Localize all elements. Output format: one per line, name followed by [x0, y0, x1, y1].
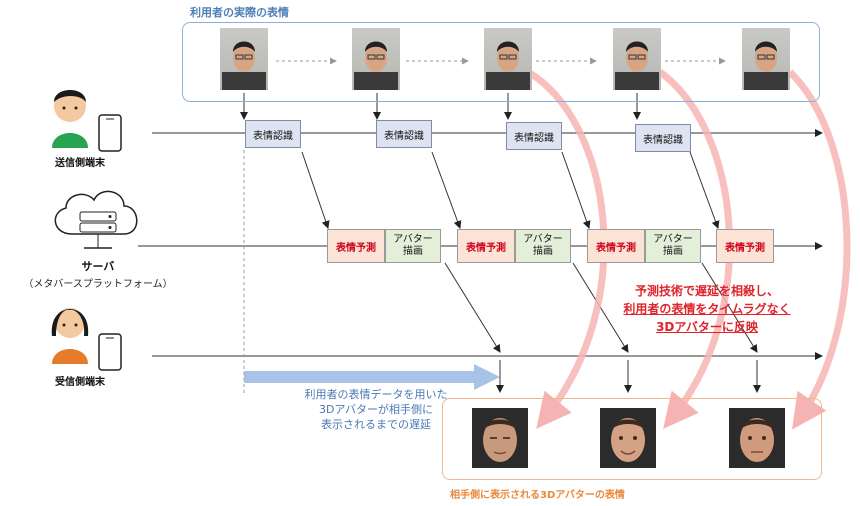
user-photo — [220, 28, 268, 90]
server-sublabel: （メタバースプラットフォーム） — [23, 279, 173, 290]
delay-line-2: 3Dアバターが相手側に — [318, 403, 434, 416]
person-receiver-icon — [51, 308, 89, 364]
prediction-box: 表情予測 — [327, 229, 385, 263]
receiver-device-label: 受信側端末 — [55, 377, 105, 388]
delay-line-3: 表示されるまでの遅延 — [321, 418, 431, 431]
recognition-box: 表情認識 — [245, 120, 301, 148]
avatar-image — [600, 408, 656, 468]
sender-device-label: 送信側端末 — [55, 158, 105, 169]
render-label-line1: アバター — [523, 234, 563, 245]
render-box: アバター描画 — [385, 229, 441, 263]
user-photo — [484, 28, 532, 90]
avatar-expression-title: 相手側に表示される3Dアバターの表情 — [450, 490, 625, 501]
user-photo — [742, 28, 790, 90]
avatar-image — [472, 408, 528, 468]
avatar-image — [729, 408, 785, 468]
highlight-line-1: 予測技術で遅延を相殺し、 — [634, 284, 779, 298]
recognition-box: 表情認識 — [376, 120, 432, 148]
render-label-line1: アバター — [393, 234, 433, 245]
delay-description: 利用者の表情データを用いた 3Dアバターが相手側に 表示されるまでの遅延 — [276, 387, 476, 432]
recognition-box: 表情認識 — [506, 122, 562, 150]
render-label-line2: 描画 — [662, 246, 683, 257]
user-photo — [613, 28, 661, 90]
render-label-line2: 描画 — [402, 246, 423, 257]
render-label-line2: 描画 — [532, 246, 553, 257]
smartphone-icon — [98, 114, 122, 152]
actual-expression-frame — [182, 22, 820, 102]
highlight-line-2: 利用者の表情をタイムラグなく — [623, 302, 791, 316]
smartphone-icon — [98, 333, 122, 371]
prediction-box: 表情予測 — [716, 229, 774, 263]
delay-arrow — [244, 364, 500, 390]
cloud-server-icon — [54, 190, 138, 249]
recognition-box: 表情認識 — [635, 124, 691, 152]
server-label: サーバ — [81, 260, 115, 273]
delay-line-1: 利用者の表情データを用いた — [304, 388, 448, 401]
actual-expression-title: 利用者の実際の表情 — [190, 6, 289, 19]
prediction-box: 表情予測 — [587, 229, 645, 263]
render-box: アバター描画 — [515, 229, 571, 263]
prediction-box: 表情予測 — [457, 229, 515, 263]
render-label-line1: アバター — [653, 234, 693, 245]
render-box: アバター描画 — [645, 229, 701, 263]
avatar-expression-frame — [442, 398, 822, 480]
user-photo — [352, 28, 400, 90]
prediction-highlight-text: 予測技術で遅延を相殺し、 利用者の表情をタイムラグなく 3Dアバターに反映 — [572, 282, 842, 336]
highlight-line-3: 3Dアバターに反映 — [656, 320, 758, 334]
person-sender-icon — [52, 90, 88, 148]
